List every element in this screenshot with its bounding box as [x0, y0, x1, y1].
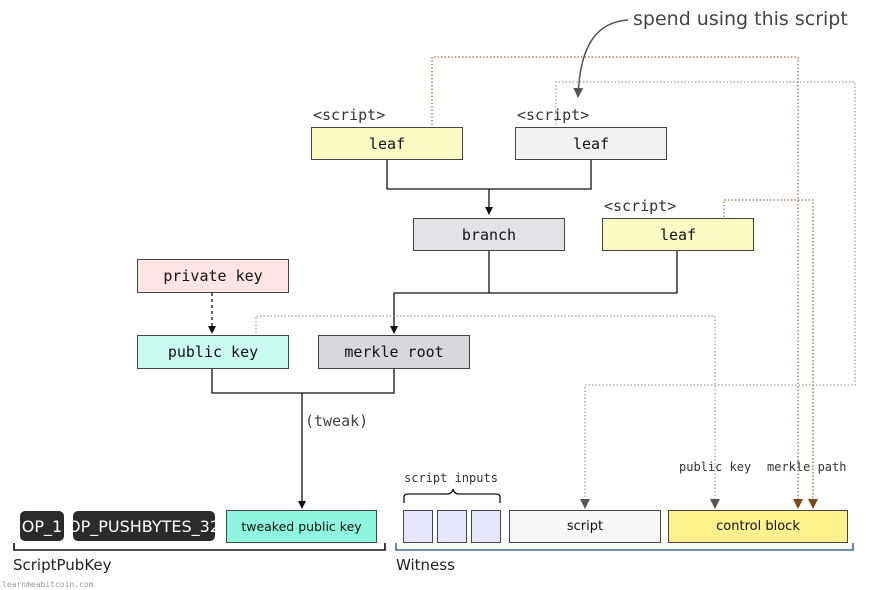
spend-annotation: spend using this script	[633, 8, 848, 30]
leaf-node-middle: leaf	[515, 127, 667, 160]
op-1-token: OP_1	[20, 511, 64, 541]
script-input-slot-2	[437, 510, 467, 543]
script-input-slot-1	[403, 510, 433, 543]
merkle-path-line-1	[431, 56, 803, 509]
branch-to-root-line	[394, 251, 678, 333]
spend-annotation-arrow	[573, 19, 629, 98]
witness-script-box: script	[509, 510, 661, 543]
tweak-label: (tweak)	[305, 412, 369, 430]
scriptpubkey-brace	[13, 543, 386, 551]
script-input-slot-3	[471, 510, 501, 543]
watermark: learnmeabitcoin.com	[2, 580, 94, 589]
leaf-node-left: leaf	[311, 127, 463, 160]
script-tag-middle: <script>	[517, 106, 590, 124]
control-block-box: control block	[668, 510, 848, 543]
merkle-path-line-2	[723, 199, 818, 509]
public-key-dotted-line	[255, 315, 720, 509]
script-tag-left: <script>	[313, 106, 386, 124]
op-pushbytes-token: OP_PUSHBYTES_32	[68, 511, 220, 541]
witness-brace	[395, 543, 854, 551]
control-block-merkle-path-label: merkle path	[767, 460, 847, 474]
public-key-node: public key	[137, 335, 289, 369]
script-inputs-label: script inputs	[404, 471, 498, 485]
merkle-root-node: merkle root	[318, 335, 470, 369]
branch-node: branch	[413, 218, 565, 251]
leaf-node-right: leaf	[602, 218, 754, 251]
leaf-to-branch-line	[386, 160, 592, 214]
script-tag-right: <script>	[604, 197, 677, 215]
script-dotted-line	[555, 81, 856, 509]
private-key-node: private key	[137, 259, 289, 293]
script-inputs-brace	[403, 488, 501, 503]
tweaked-public-key-box: tweaked public key	[226, 510, 377, 543]
scriptpubkey-caption: ScriptPubKey	[13, 556, 112, 574]
control-block-public-key-label: public key	[679, 460, 752, 474]
witness-caption: Witness	[396, 556, 455, 574]
tweak-line	[211, 369, 395, 508]
